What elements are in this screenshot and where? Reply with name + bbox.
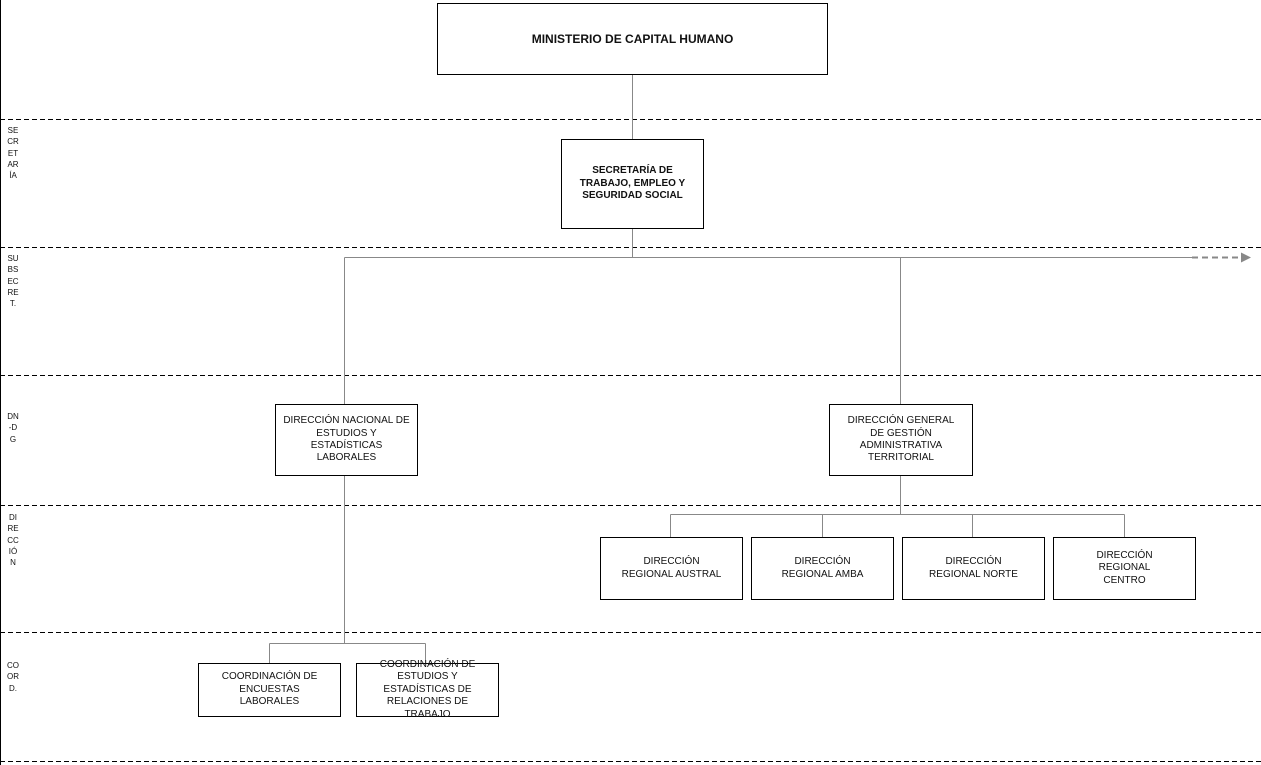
- node-dn-estudios-estadisticas: DIRECCIÓN NACIONAL DE ESTUDIOS Y ESTADÍS…: [275, 404, 418, 476]
- node-regional-austral: DIRECCIÓN REGIONAL AUSTRAL: [600, 537, 743, 600]
- node-dn-estudios-label: DIRECCIÓN NACIONAL DE ESTUDIOS Y ESTADÍS…: [283, 415, 410, 464]
- node-regional-centro: DIRECCIÓN REGIONAL CENTRO: [1053, 537, 1196, 600]
- node-dg-gestion-label: DIRECCIÓN GENERAL DE GESTIÓN ADMINISTRAT…: [847, 415, 955, 464]
- node-ministerio-label: MINISTERIO DE CAPITAL HUMANO: [531, 31, 734, 46]
- node-regional-norte: DIRECCIÓN REGIONAL NORTE: [902, 537, 1045, 600]
- node-secretaria-trabajo: SECRETARÍA DE TRABAJO, EMPLEO Y SEGURIDA…: [561, 139, 704, 229]
- left-border-rule: [0, 0, 1, 765]
- node-regional-austral-label: DIRECCIÓN REGIONAL AUSTRAL: [621, 556, 722, 580]
- node-coord-encuestas-label: COORDINACIÓN DE ENCUESTAS LABORALES: [221, 671, 318, 708]
- band-label-dn-dg: DN-DG: [7, 412, 19, 444]
- node-coord-estudios-relaciones: COORDINACIÓN DE ESTUDIOS Y ESTADÍSTICAS …: [356, 659, 499, 720]
- band-separators: [0, 119, 1261, 762]
- node-regional-amba: DIRECCIÓN REGIONAL AMBA: [751, 537, 894, 600]
- node-secretaria-label: SECRETARÍA DE TRABAJO, EMPLEO Y SEGURIDA…: [579, 165, 686, 202]
- node-ministerio-capital-humano: MINISTERIO DE CAPITAL HUMANO: [437, 3, 828, 75]
- band-label-coordinacion: COORD.: [7, 661, 19, 693]
- node-dg-gestion-administrativa: DIRECCIÓN GENERAL DE GESTIÓN ADMINISTRAT…: [829, 404, 973, 476]
- band-label-secretaria: SECRETARÍA: [7, 126, 19, 181]
- node-coord-encuestas-laborales: COORDINACIÓN DE ENCUESTAS LABORALES: [198, 663, 341, 717]
- band-label-subsecretaria: SUBSECRET.: [7, 254, 19, 309]
- node-coord-estudios-label: COORDINACIÓN DE ESTUDIOS Y ESTADÍSTICAS …: [379, 658, 476, 720]
- node-regional-centro-label: DIRECCIÓN REGIONAL CENTRO: [1096, 549, 1153, 586]
- node-regional-norte-label: DIRECCIÓN REGIONAL NORTE: [929, 556, 1018, 580]
- node-regional-amba-label: DIRECCIÓN REGIONAL AMBA: [781, 556, 864, 580]
- connector-lines: [269, 74, 1192, 663]
- band-label-direccion: DIRECCIÓN: [7, 513, 19, 568]
